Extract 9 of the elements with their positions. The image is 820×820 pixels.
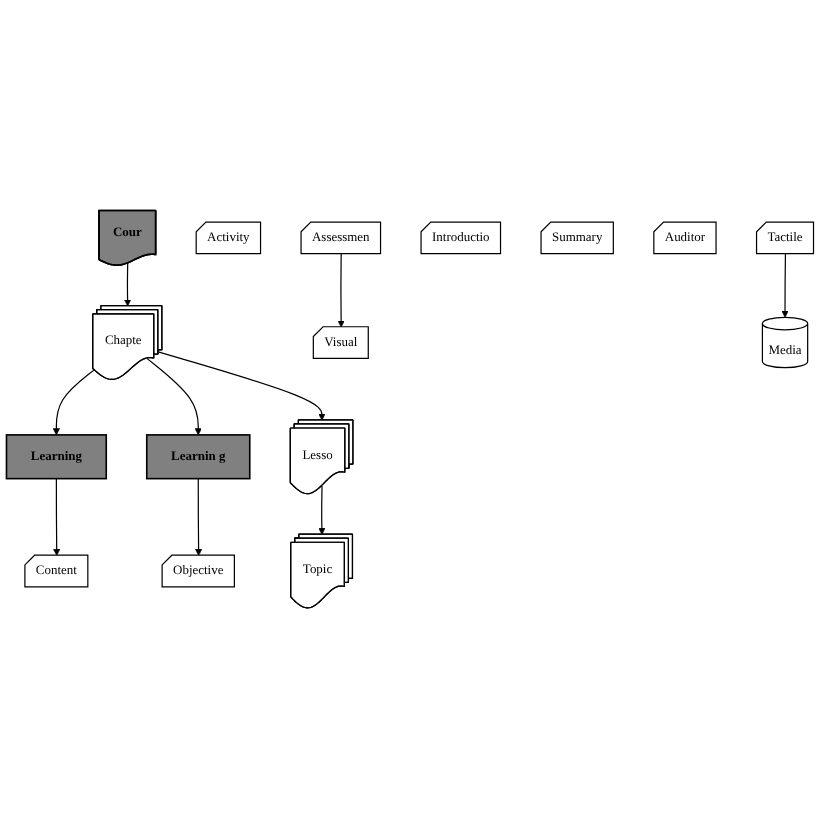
arrow: [157, 352, 326, 422]
arrow: [781, 254, 789, 319]
arrow: [318, 486, 326, 536]
arrow: [53, 478, 61, 557]
arrow: [124, 263, 132, 308]
arrow: [146, 358, 202, 437]
arrow: [337, 254, 345, 329]
arrow: [195, 478, 203, 557]
arrow: [52, 370, 95, 437]
